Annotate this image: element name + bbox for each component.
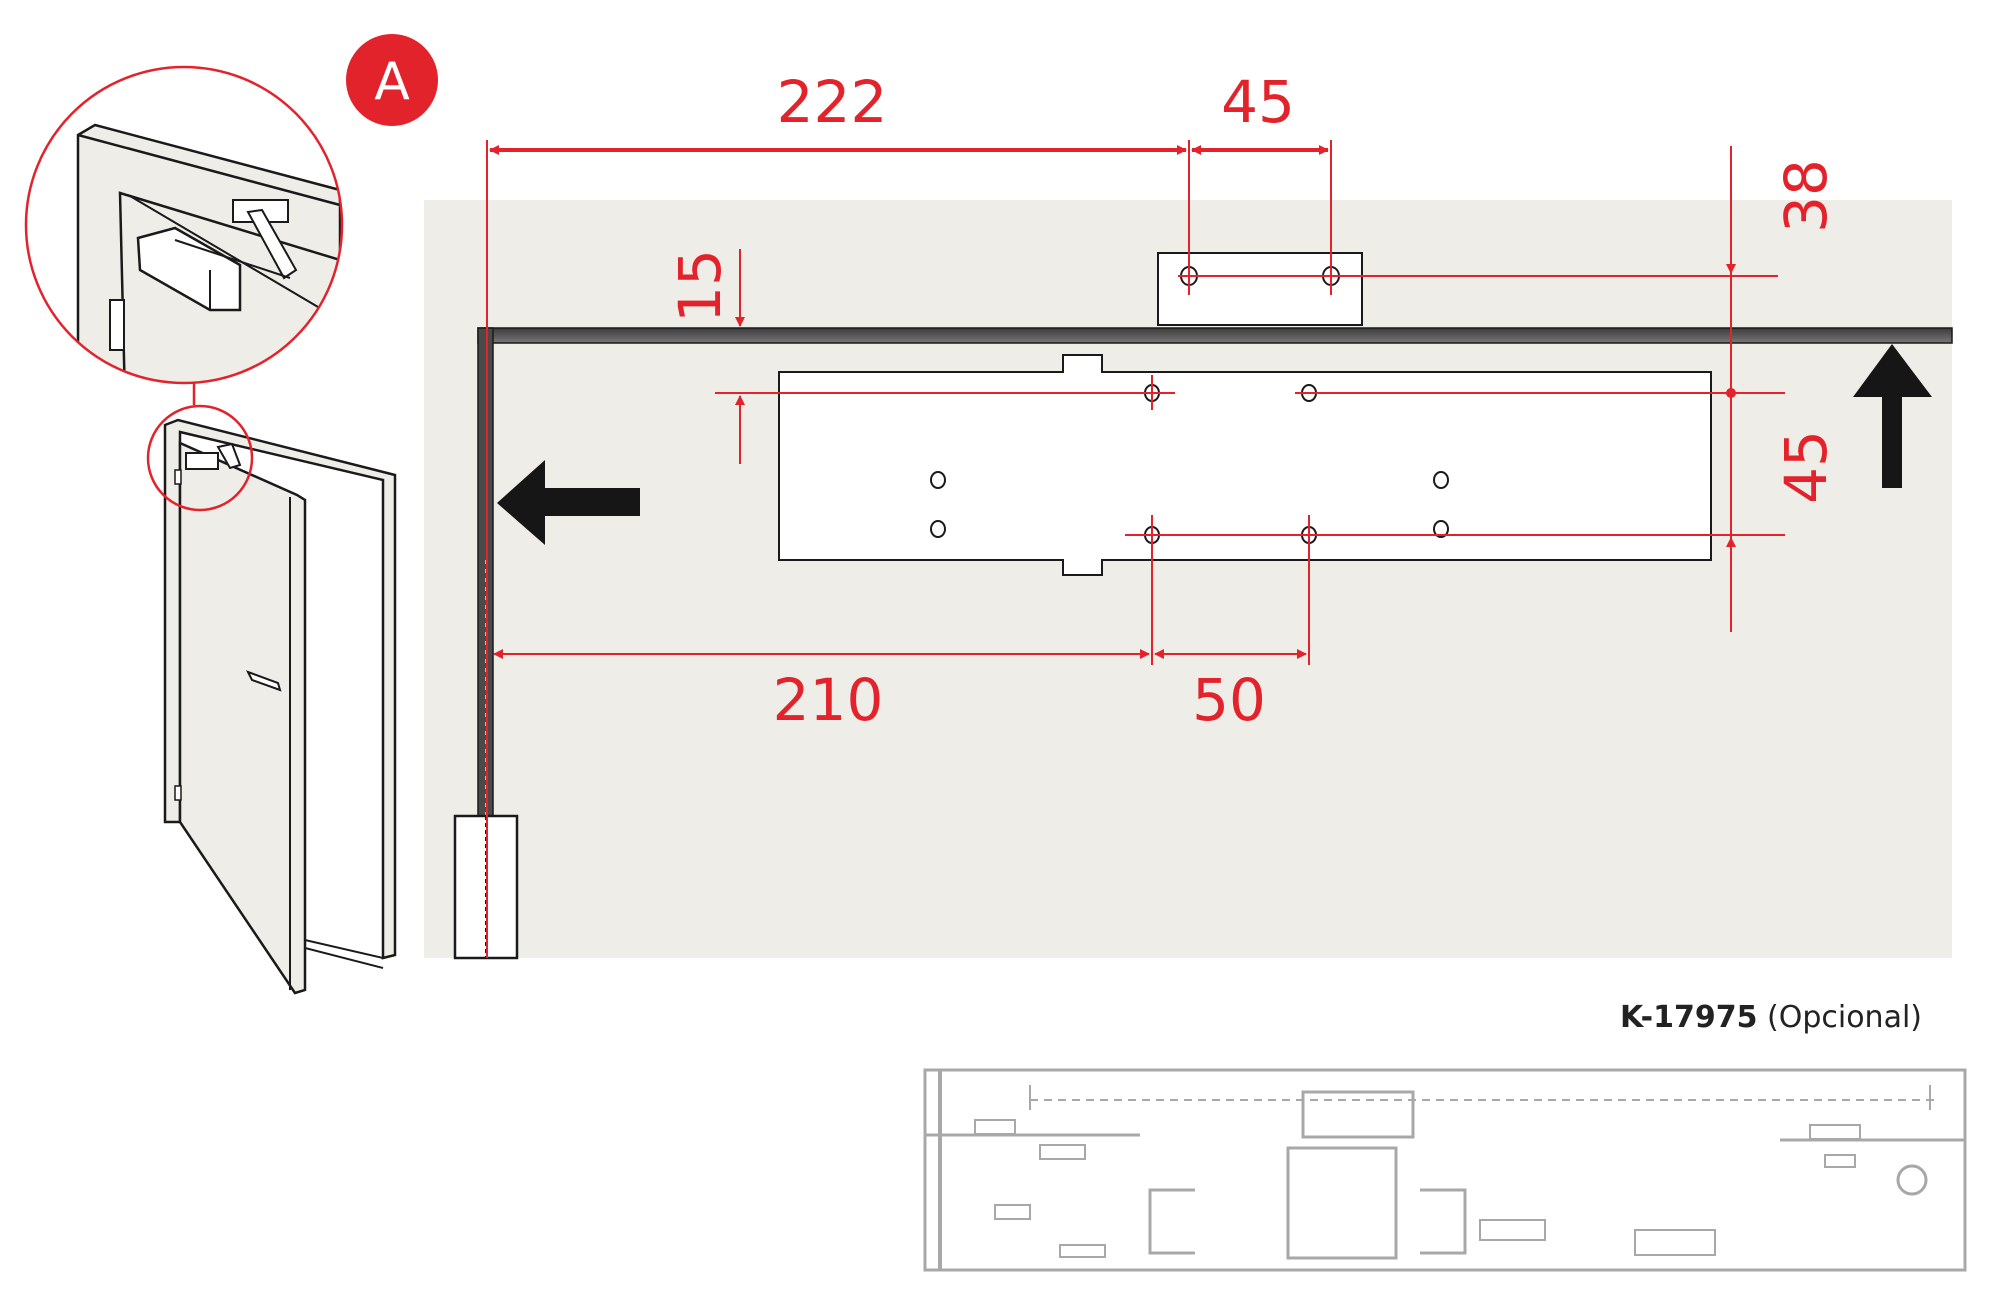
optional-plate-drawing (923, 1068, 1967, 1272)
dim-210: 210 (773, 666, 884, 734)
dim-38: 38 (1772, 159, 1840, 233)
push-left-arrow-icon (497, 460, 640, 545)
door-illustration (146, 404, 397, 995)
detail-circle (24, 65, 344, 405)
closer-plate (778, 354, 1712, 576)
optional-part-note: (Opcional) (1767, 1000, 1922, 1035)
arm-bracket (1157, 252, 1363, 326)
dim-45-right: 45 (1772, 430, 1840, 504)
push-up-arrow-icon (1853, 344, 1932, 488)
dim-50: 50 (1192, 666, 1266, 734)
dimension-lines (486, 140, 1785, 958)
dim-15: 15 (666, 249, 734, 323)
step-badge: A (346, 34, 438, 126)
badge-label: A (374, 52, 410, 112)
optional-part-caption: K-17975 (Opcional) (1620, 1000, 1922, 1035)
wall-view (424, 200, 1953, 960)
reference-point (1726, 388, 1736, 398)
optional-part-code: K-17975 (1620, 1000, 1758, 1035)
dim-45-top: 45 (1221, 68, 1295, 136)
dim-222: 222 (777, 68, 888, 136)
